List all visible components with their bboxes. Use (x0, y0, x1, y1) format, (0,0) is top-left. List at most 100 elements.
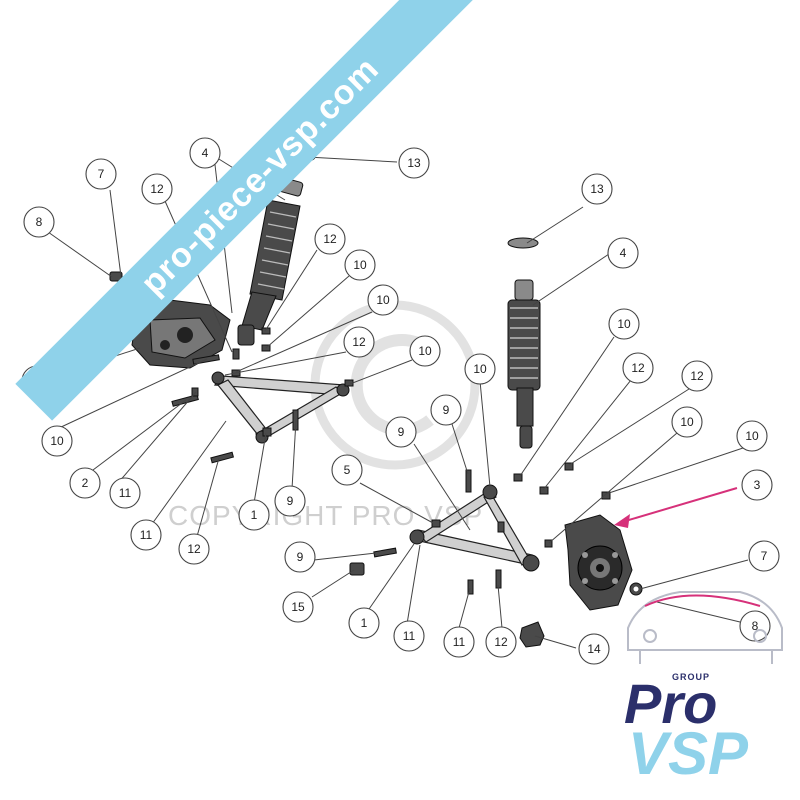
callout-12: 12 (141, 173, 173, 205)
callout-12: 12 (681, 360, 713, 392)
callout-12: 12 (622, 352, 654, 384)
callout-circle (622, 352, 654, 384)
callout-15: 15 (282, 591, 314, 623)
callout-12: 12 (178, 533, 210, 565)
callout-circle (367, 284, 399, 316)
left-hub-carrier (131, 299, 231, 369)
callout-label: 10 (418, 344, 432, 358)
callout-label: 12 (150, 182, 164, 196)
callout-13: 13 (581, 173, 613, 205)
callout-circle (178, 533, 210, 565)
logo-vsp-text: VSP (628, 720, 749, 787)
callout-label: 10 (473, 362, 487, 376)
callout-circle (748, 540, 780, 572)
right-hub-carrier (564, 514, 633, 611)
callout-14: 14 (578, 633, 610, 665)
callout-10: 10 (608, 308, 640, 340)
callout-circle (130, 519, 162, 551)
callout-circle (608, 308, 640, 340)
callout-label: 4 (620, 246, 627, 260)
callout-circle (485, 626, 517, 658)
callout-10: 10 (464, 353, 496, 385)
callout-group: 1313447812121010121012102111112191095910… (21, 137, 780, 665)
logo-group-label: GROUP (672, 672, 711, 682)
callout-label: 1 (251, 508, 258, 522)
callout-label: 8 (752, 619, 759, 633)
callout-circle (109, 477, 141, 509)
callout-circle (314, 223, 346, 255)
callout-circle (284, 541, 316, 573)
callout-circle (581, 173, 613, 205)
callout-label: 11 (453, 635, 466, 649)
callout-circle (41, 425, 73, 457)
callout-10: 10 (671, 406, 703, 438)
callout-circle (331, 454, 363, 486)
callout-11: 11 (109, 477, 141, 509)
callout-circle (348, 607, 380, 639)
callout-2: 2 (69, 467, 101, 499)
callout-circle (344, 249, 376, 281)
callout-1: 1 (348, 607, 380, 639)
callout-circle (464, 353, 496, 385)
callout-label: 3 (754, 478, 761, 492)
car-outline-logo (627, 591, 783, 664)
callout-label: 10 (680, 415, 694, 429)
callout-8: 8 (739, 610, 771, 642)
callout-12: 12 (485, 626, 517, 658)
callout-label: 12 (323, 232, 337, 246)
callout-9: 9 (385, 416, 417, 448)
callout-circle (238, 499, 270, 531)
callout-7: 7 (748, 540, 780, 572)
callout-circle (189, 137, 221, 169)
left-shock-absorber (237, 177, 304, 346)
right-small-hardware (349, 462, 643, 648)
callout-8: 8 (23, 206, 55, 238)
leader-lines (47, 155, 749, 649)
callout-label: 10 (376, 293, 390, 307)
callout-label: 12 (494, 635, 508, 649)
callout-9: 9 (284, 541, 316, 573)
callout-label: 13 (590, 182, 604, 196)
callout-circle (681, 360, 713, 392)
callout-9: 9 (430, 394, 462, 426)
callout-label: 11 (403, 629, 416, 643)
callout-circle (671, 406, 703, 438)
callout-label: 15 (291, 600, 305, 614)
callout-label: 11 (119, 486, 132, 500)
callout-4: 4 (189, 137, 221, 169)
callout-11: 11 (393, 620, 425, 652)
callout-label: 10 (745, 429, 759, 443)
callout-circle (141, 173, 173, 205)
callout-label: 9 (398, 425, 405, 439)
callout-label: 4 (202, 146, 209, 160)
callout-9: 9 (274, 485, 306, 517)
callout-circle (741, 469, 773, 501)
callout-circle (578, 633, 610, 665)
callout-circle (23, 206, 55, 238)
callout-label: 1 (361, 616, 368, 630)
callout-circle (274, 485, 306, 517)
callout-circle (393, 620, 425, 652)
callout-label: 9 (443, 403, 450, 417)
logo-pro-text: Pro (624, 672, 718, 735)
callout-12: 12 (314, 223, 346, 255)
callout-4: 4 (607, 237, 639, 269)
callout-circle (443, 626, 475, 658)
callout-label: 8 (36, 215, 43, 229)
callout-circle (343, 326, 375, 358)
callout-circle (430, 394, 462, 426)
callout-label: 10 (617, 317, 631, 331)
callout-label: 14 (587, 642, 601, 656)
callout-label: 12 (631, 361, 645, 375)
callout-circle (282, 591, 314, 623)
callout-label: 10 (50, 434, 64, 448)
callout-10: 10 (736, 420, 768, 452)
left-wishbone (211, 371, 350, 444)
callout-circle (69, 467, 101, 499)
callout-10: 10 (367, 284, 399, 316)
callout-12: 12 (343, 326, 375, 358)
callout-label: 12 (690, 369, 704, 383)
callout-label: 7 (761, 549, 768, 563)
callout-circle (398, 147, 430, 179)
callout-label: 2 (82, 476, 89, 490)
